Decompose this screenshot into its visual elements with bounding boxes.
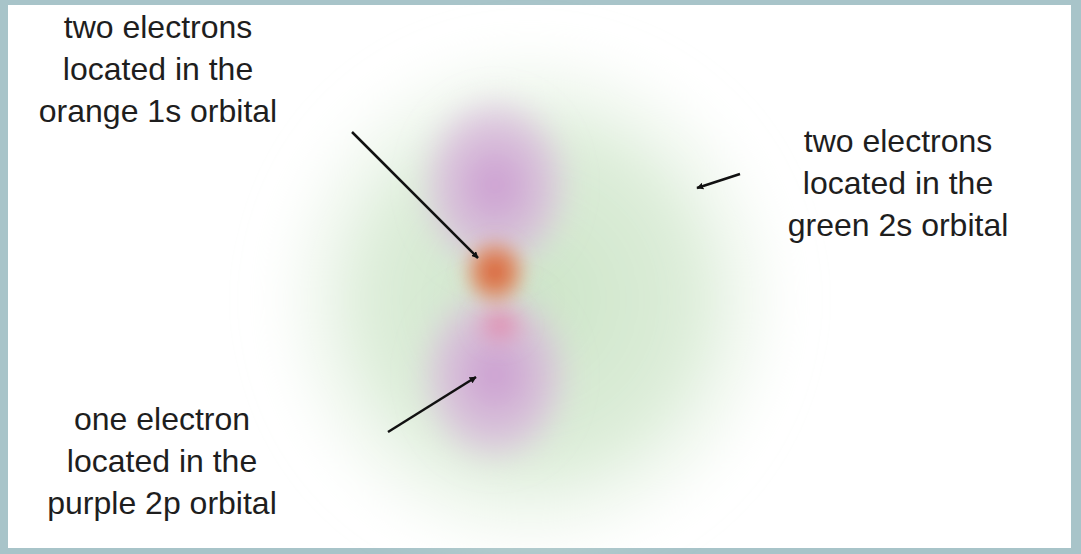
callout-label: one electron located in the purple 2p or… <box>32 398 292 524</box>
callout-label: two electrons located in the orange 1s o… <box>28 6 288 132</box>
callout-label: two electrons located in the green 2s or… <box>768 120 1028 246</box>
leader-arrow <box>352 132 478 258</box>
2p-orbital-lower-lobe <box>415 280 575 470</box>
2s-orbital-cloud <box>265 35 795 554</box>
leader-arrow <box>388 377 476 432</box>
1s-orbital-cloud <box>461 236 529 308</box>
leader-arrow <box>697 174 740 188</box>
